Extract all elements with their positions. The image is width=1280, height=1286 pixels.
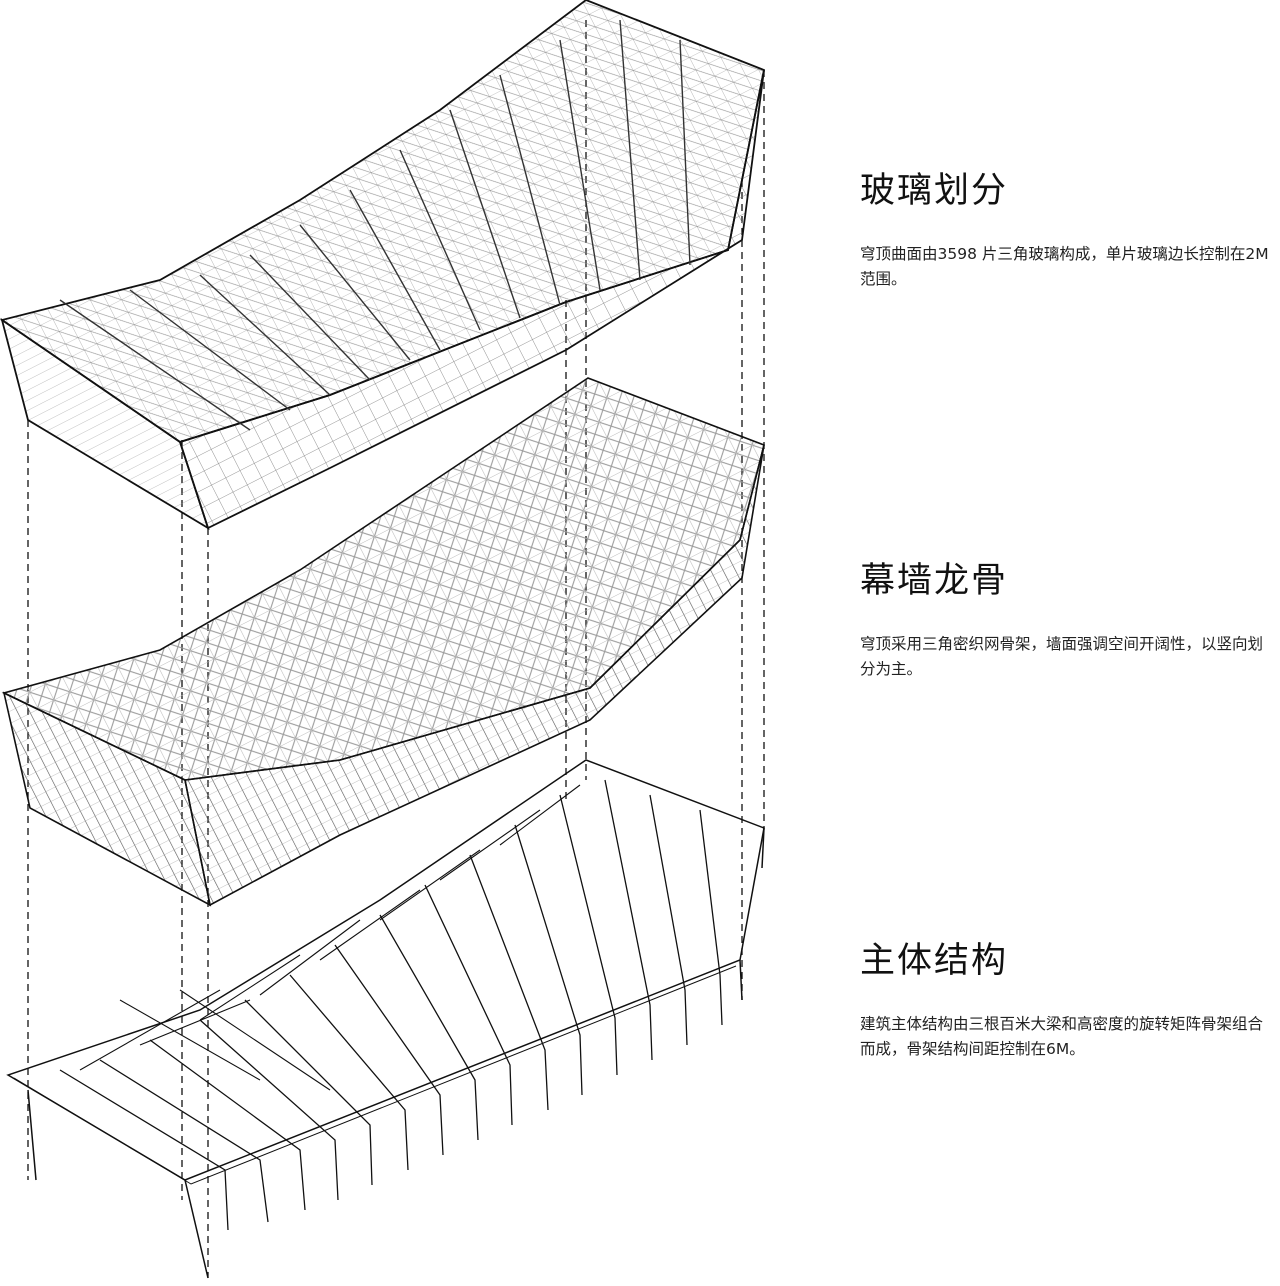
layer-glass-annotation: 玻璃划分 穹顶曲面由3598 片三角玻璃构成，单片玻璃边长控制在2M 范围。 bbox=[860, 170, 1270, 292]
diagonal-braces bbox=[79, 784, 581, 1091]
layer-structure-annotation: 主体结构 建筑主体结构由三根百米大梁和高密度的旋转矩阵骨架组合而成，骨架结构间距… bbox=[860, 940, 1270, 1062]
portal-frames bbox=[59, 779, 723, 1231]
layer-frame-annotation: 幕墙龙骨 穹顶采用三角密织网骨架，墙面强调空间开阔性，以竖向划分为主。 bbox=[860, 560, 1270, 682]
layer-frame-description: 穹顶采用三角密织网骨架，墙面强调空间开阔性，以竖向划分为主。 bbox=[860, 635, 1264, 678]
frame-side-wall bbox=[2, 691, 212, 907]
layer-glass-title: 玻璃划分 bbox=[860, 171, 1009, 211]
frame-layer-drawing bbox=[1, 377, 765, 907]
frame-front-wall bbox=[184, 444, 765, 907]
structure-outline bbox=[6, 759, 765, 1181]
layer-structure-title: 主体结构 bbox=[860, 941, 1009, 981]
layer-structure-description: 建筑主体结构由三根百米大梁和高密度的旋转矩阵骨架组合而成，骨架结构间距控制在6M… bbox=[860, 1015, 1264, 1058]
layer-glass-description: 穹顶曲面由3598 片三角玻璃构成，单片玻璃边长控制在2M 范围。 bbox=[860, 245, 1269, 288]
glass-front-wall bbox=[178, 69, 765, 530]
layer-frame-title: 幕墙龙骨 bbox=[860, 561, 1009, 601]
glass-layer-drawing bbox=[0, 0, 766, 531]
glass-side-wall bbox=[0, 317, 210, 531]
structure-layer-drawing bbox=[6, 759, 765, 1279]
